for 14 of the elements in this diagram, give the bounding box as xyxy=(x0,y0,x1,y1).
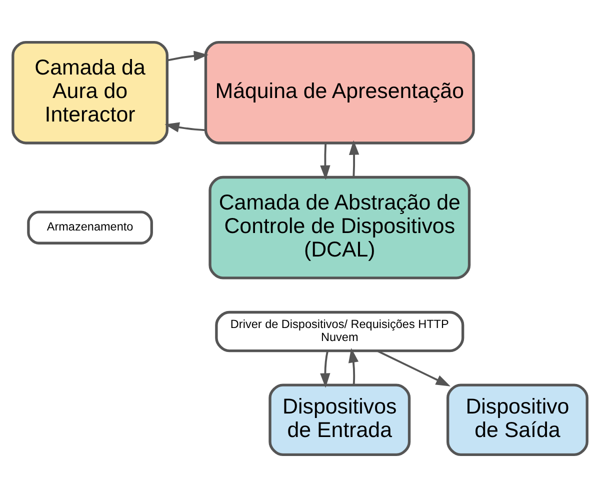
arrow xyxy=(320,350,330,388)
arrow xyxy=(167,50,208,62)
node-box: Driver de Dispositivos/ Requisições HTTP Nuvem xyxy=(215,310,464,352)
node-box: Dispositivos de Entrada xyxy=(268,384,411,456)
arrow xyxy=(348,140,360,178)
node-box: Armazenamento xyxy=(27,210,153,244)
arrow xyxy=(164,122,206,132)
arrow xyxy=(376,350,450,386)
node-box: Camada da Aura do Interactor xyxy=(12,40,168,144)
node-box: Camada de Abstração de Controle de Dispositivos (DCAL) xyxy=(208,176,471,280)
arrow xyxy=(320,143,330,180)
node-box: Máquina de Apresentação xyxy=(204,40,475,144)
node-box: Dispositivo de Saída xyxy=(446,384,588,456)
arrow xyxy=(348,348,359,385)
